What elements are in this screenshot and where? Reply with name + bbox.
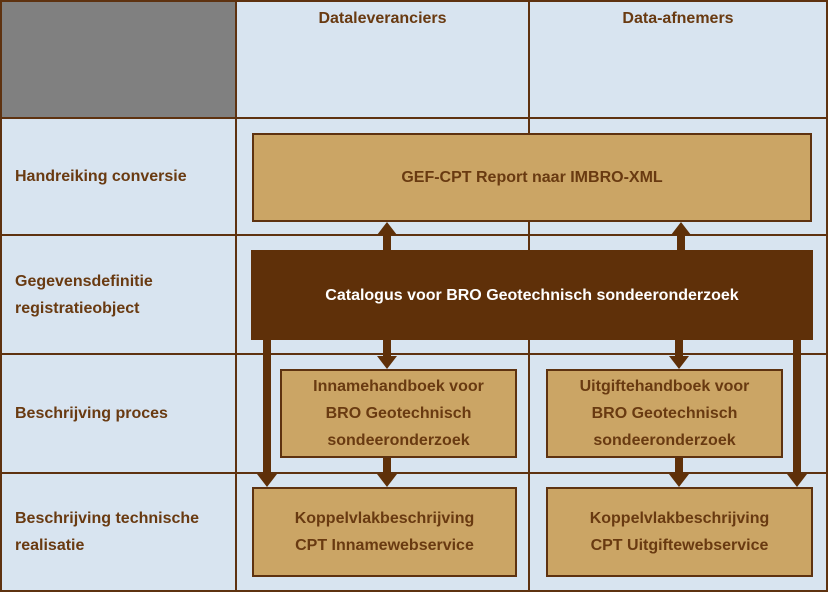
- grid-line-row-4: [0, 472, 828, 474]
- arrow-catalogus-to-gef-cpt-left: [377, 222, 397, 250]
- arrowhead-down-icon: [669, 474, 689, 487]
- box-innamehandboek: Innamehandboek voor BRO Geotechnisch son…: [280, 369, 517, 458]
- arrowhead-down-icon: [669, 356, 689, 369]
- row-label-gegevensdefinitie-registratieobject: Gegevensdefinitie registratieobject: [15, 272, 153, 317]
- box-uitgiftehandboek: Uitgiftehandboek voor BRO Geotechnisch s…: [546, 369, 783, 458]
- arrow-catalogus-to-gef-cpt-right: [671, 222, 691, 250]
- grid-line-outer-right: [826, 0, 828, 592]
- arrow-uitgiftehandboek-to-koppelvlak-uitgifte: [669, 458, 689, 487]
- box-catalogus: Catalogus voor BRO Geotechnisch sondeero…: [251, 250, 813, 340]
- box-koppelvlak-inname: Koppelvlakbeschrijving CPT Innamewebserv…: [252, 487, 517, 577]
- corner-cell: [0, 0, 236, 118]
- arrowhead-down-icon: [787, 474, 807, 487]
- grid-line-outer-bottom: [0, 590, 828, 592]
- column-header-dataleveranciers: Dataleveranciers: [318, 10, 447, 27]
- box-koppelvlak-uitgifte: Koppelvlakbeschrijving CPT Uitgiftewebse…: [546, 487, 813, 577]
- arrow-innamehandboek-to-koppelvlak-inname: [377, 458, 397, 487]
- grid-line-row-3: [0, 353, 828, 355]
- arrow-catalogus-to-uitgiftehandboek: [669, 340, 689, 369]
- column-header-data-afnemers: Data-afnemers: [622, 10, 734, 27]
- grid-line-outer-top: [0, 0, 828, 2]
- arrowhead-down-icon: [377, 474, 397, 487]
- grid-line-row-1: [0, 117, 828, 119]
- arrow-catalogus-to-koppelvlak-inname: [257, 340, 277, 487]
- arrowhead-down-icon: [377, 356, 397, 369]
- grid-line-outer-left: [0, 0, 2, 592]
- box-gef-cpt-report: GEF-CPT Report naar IMBRO-XML: [252, 133, 812, 222]
- grid-line-row-2: [0, 234, 828, 236]
- arrowhead-up-icon: [671, 222, 691, 235]
- arrow-catalogus-to-innamehandboek: [377, 340, 397, 369]
- arrow-catalogus-to-koppelvlak-uitgifte: [787, 340, 807, 487]
- arrowhead-down-icon: [257, 474, 277, 487]
- row-label-handreiking-conversie: Handreiking conversie: [15, 168, 187, 185]
- row-label-beschrijving-proces: Beschrijving proces: [15, 405, 168, 422]
- row-label-beschrijving-technische-realisatie: Beschrijving technische realisatie: [15, 510, 200, 554]
- arrowhead-up-icon: [377, 222, 397, 235]
- grid-line-col-1: [235, 0, 237, 592]
